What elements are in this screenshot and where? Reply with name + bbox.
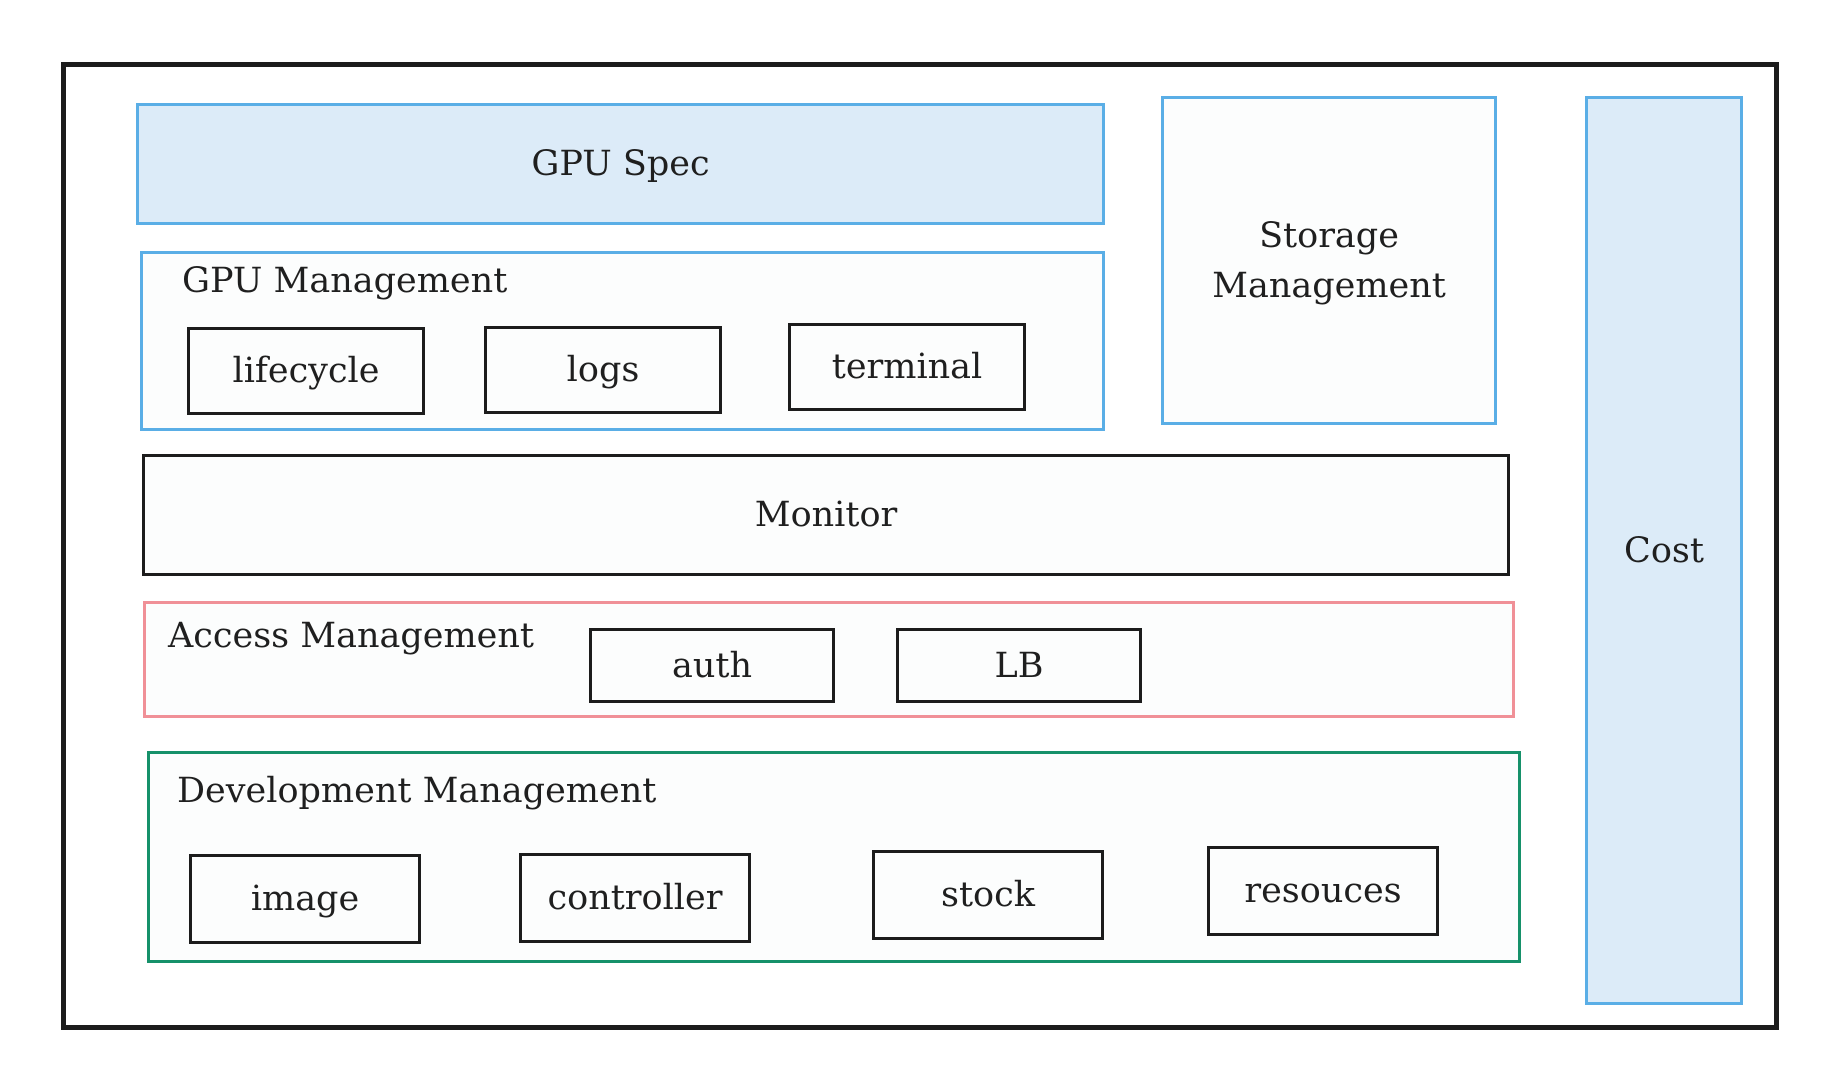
controller-box: controller xyxy=(519,853,751,943)
lb-box: LB xyxy=(896,628,1142,703)
cost-block: Cost xyxy=(1585,96,1743,1005)
storage-management-label: Storage Management xyxy=(1212,215,1446,306)
monitor-label: Monitor xyxy=(754,495,898,535)
resouces-box: resouces xyxy=(1207,846,1439,936)
auth-box: auth xyxy=(589,628,835,703)
stock-box: stock xyxy=(872,850,1104,940)
lifecycle-box: lifecycle xyxy=(187,327,425,415)
access-management-title: Access Management xyxy=(168,616,534,656)
terminal-box: terminal xyxy=(788,323,1026,411)
storage-management-block: Storage Management xyxy=(1161,96,1497,425)
cost-label: Cost xyxy=(1624,530,1704,571)
gpu-spec-label: GPU Spec xyxy=(531,144,710,184)
access-management-group: Access Management auth LB xyxy=(143,601,1515,718)
gpu-management-group: GPU Management lifecycle logs terminal xyxy=(140,251,1105,431)
gpu-spec-block: GPU Spec xyxy=(136,103,1105,225)
logs-box: logs xyxy=(484,326,722,414)
development-management-title: Development Management xyxy=(177,771,657,811)
image-box: image xyxy=(189,854,421,944)
development-management-group: Development Management image controller … xyxy=(147,751,1521,963)
monitor-block: Monitor xyxy=(142,454,1510,576)
gpu-management-title: GPU Management xyxy=(182,261,508,301)
